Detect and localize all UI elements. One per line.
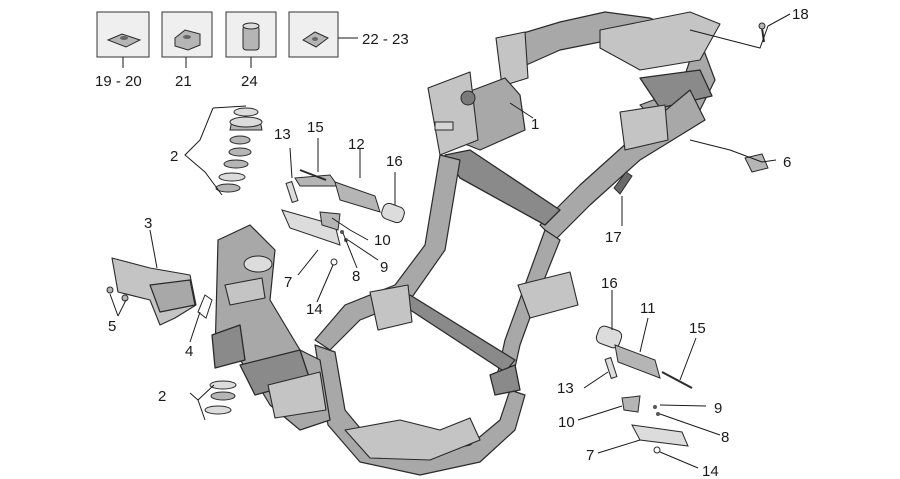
label-10-left: 10 (374, 232, 391, 249)
label-2-upper: 2 (170, 148, 178, 165)
label-16-right: 16 (601, 275, 618, 292)
label-13-left: 13 (274, 126, 291, 143)
footrest-group-left (281, 169, 405, 266)
label-14-right: 14 (702, 463, 719, 479)
label-24: 24 (241, 73, 258, 90)
label-22-23: 22 - 23 (362, 31, 409, 48)
label-10-right: 10 (558, 414, 575, 431)
label-7-right: 7 (586, 447, 594, 464)
label-14-left: 14 (306, 301, 323, 318)
label-3: 3 (144, 215, 152, 232)
label-4: 4 (185, 343, 193, 360)
label-2-lower: 2 (158, 388, 166, 405)
label-18: 18 (792, 6, 809, 23)
label-15-right: 15 (689, 320, 706, 337)
label-6: 6 (783, 154, 791, 171)
kit-box-24 (225, 11, 277, 68)
main-frame (314, 11, 721, 476)
bearing-stack-lower (204, 380, 237, 415)
leader-lines (109, 13, 791, 469)
label-9-left: 9 (380, 259, 388, 276)
label-5: 5 (108, 318, 116, 335)
kit-box-21 (161, 11, 213, 68)
label-12: 12 (348, 136, 365, 153)
label-17: 17 (605, 229, 622, 246)
label-8-left: 8 (352, 268, 360, 285)
label-13-right: 13 (557, 380, 574, 397)
label-15-left: 15 (307, 119, 324, 136)
label-11: 11 (640, 300, 656, 317)
front-bracket (111, 257, 197, 326)
label-8-right: 8 (721, 429, 729, 446)
footrest-group-right (595, 325, 693, 454)
steering-head-assembly (211, 224, 331, 431)
label-16-left: 16 (386, 153, 403, 170)
kit-box-19-20 (96, 11, 150, 68)
label-21: 21 (175, 73, 192, 90)
part-number-labels: 1 2 2 3 4 5 6 7 7 8 8 9 9 10 10 11 12 13… (95, 6, 809, 479)
kit-box-22-23 (288, 11, 358, 58)
label-7-left: 7 (284, 274, 292, 291)
misc-small-parts (106, 22, 769, 319)
bearing-stack-upper (215, 107, 263, 193)
label-1: 1 (531, 116, 539, 133)
label-19-20: 19 - 20 (95, 73, 142, 90)
label-9-right: 9 (714, 400, 722, 417)
